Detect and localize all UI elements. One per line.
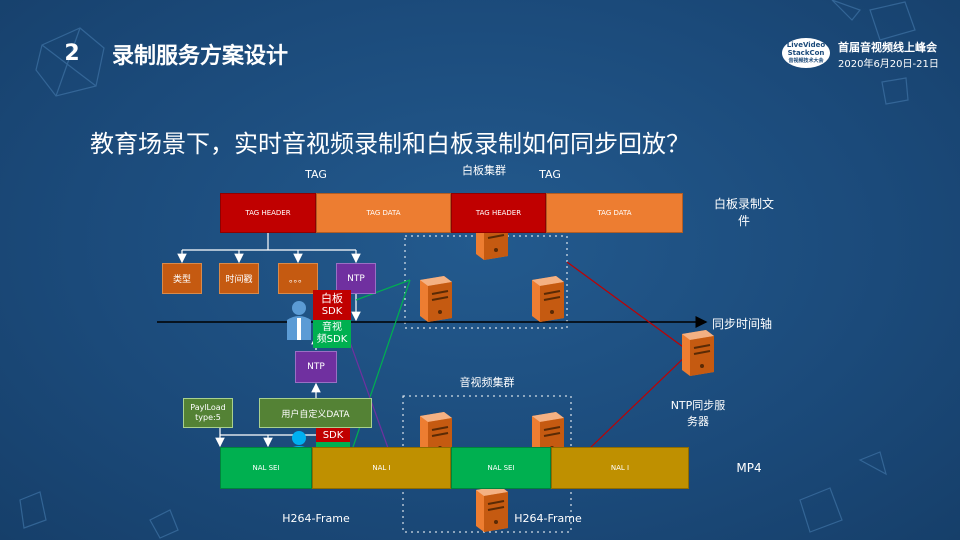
ntp-server-label-line-2: 务器 bbox=[687, 415, 709, 428]
whiteboard-sdk-line-2: SDK bbox=[321, 306, 343, 317]
av-sdk-line-2: 频SDK bbox=[316, 334, 348, 345]
person-icon bbox=[287, 301, 311, 340]
server-icon bbox=[532, 276, 564, 322]
top-bar-tag-data-1: TAG DATA bbox=[316, 193, 451, 233]
payload-line-1: PaylLoad bbox=[190, 403, 226, 412]
whiteboard-sdk-line-1: 白板 bbox=[321, 292, 343, 305]
mp4-file-label: MP4 bbox=[736, 461, 762, 475]
ntp-box: NTP bbox=[295, 351, 337, 383]
field-type: 类型 bbox=[162, 263, 202, 294]
av-cluster-label: 音视频集群 bbox=[459, 376, 515, 389]
field-timestamp: 时间戳 bbox=[219, 263, 259, 294]
av-sdk: 音视 频SDK bbox=[313, 320, 351, 348]
bottom-bar-nal-i-2: NAL I bbox=[551, 447, 689, 489]
slide-subtitle: 教育场景下，实时音视频录制和白板录制如何同步回放？ bbox=[90, 130, 690, 158]
ntp-server-label-line-1: NTP同步服 bbox=[670, 399, 726, 412]
sdk-small-box: SDK bbox=[316, 428, 350, 442]
whiteboard-file-label-line-1: 白板录制文 bbox=[713, 197, 774, 211]
top-bar-tag-header-2: TAG HEADER bbox=[451, 193, 546, 233]
sdk-small-green-strip bbox=[316, 442, 350, 448]
field-ntp: NTP bbox=[336, 263, 376, 294]
frame-label-left: H264-Frame bbox=[282, 512, 350, 525]
bottom-bar-nal-sei-2: NAL SEI bbox=[451, 447, 551, 489]
server-icon bbox=[682, 330, 714, 376]
event-logo-line-2: StackCon bbox=[787, 49, 825, 57]
user-data-box: 用户自定义DATA bbox=[259, 398, 372, 428]
top-bar-tag-header-1: TAG HEADER bbox=[220, 193, 316, 233]
event-date: 2020年6月20日-21日 bbox=[838, 59, 939, 70]
payload-line-2: type:5 bbox=[195, 413, 221, 422]
payload-type-box: PaylLoad type:5 bbox=[183, 398, 233, 428]
bottom-bar-nal-sei-1: NAL SEI bbox=[220, 447, 312, 489]
tag-right-label: TAG bbox=[539, 168, 561, 181]
whiteboard-cluster-label: 白板集群 bbox=[462, 164, 506, 177]
tag-left-label: TAG bbox=[305, 168, 327, 181]
server-icon bbox=[420, 276, 452, 322]
frame-label-right: H264-Frame bbox=[514, 512, 582, 525]
field-more: 。。。 bbox=[278, 263, 318, 294]
sync-axis-label: 同步时间轴 bbox=[712, 317, 773, 331]
event-logo-line-3: 音视频技术大会 bbox=[788, 58, 824, 64]
top-bar-tag-data-2: TAG DATA bbox=[546, 193, 683, 233]
event-logo-line-1: LiveVideo bbox=[786, 41, 826, 49]
event-logo: LiveVideo StackCon 音视频技术大会 bbox=[782, 38, 830, 68]
whiteboard-file-label-line-2: 件 bbox=[737, 214, 750, 228]
section-number: 2 bbox=[64, 41, 80, 66]
slide-title: 录制服务方案设计 bbox=[112, 44, 289, 69]
whiteboard-sdk: 白板 SDK bbox=[313, 290, 351, 320]
bottom-bar-nal-i-1: NAL I bbox=[312, 447, 451, 489]
av-sdk-line-1: 音视 bbox=[322, 322, 342, 333]
server-icon bbox=[476, 486, 508, 532]
event-name: 首届音视频线上峰会 bbox=[838, 41, 937, 54]
